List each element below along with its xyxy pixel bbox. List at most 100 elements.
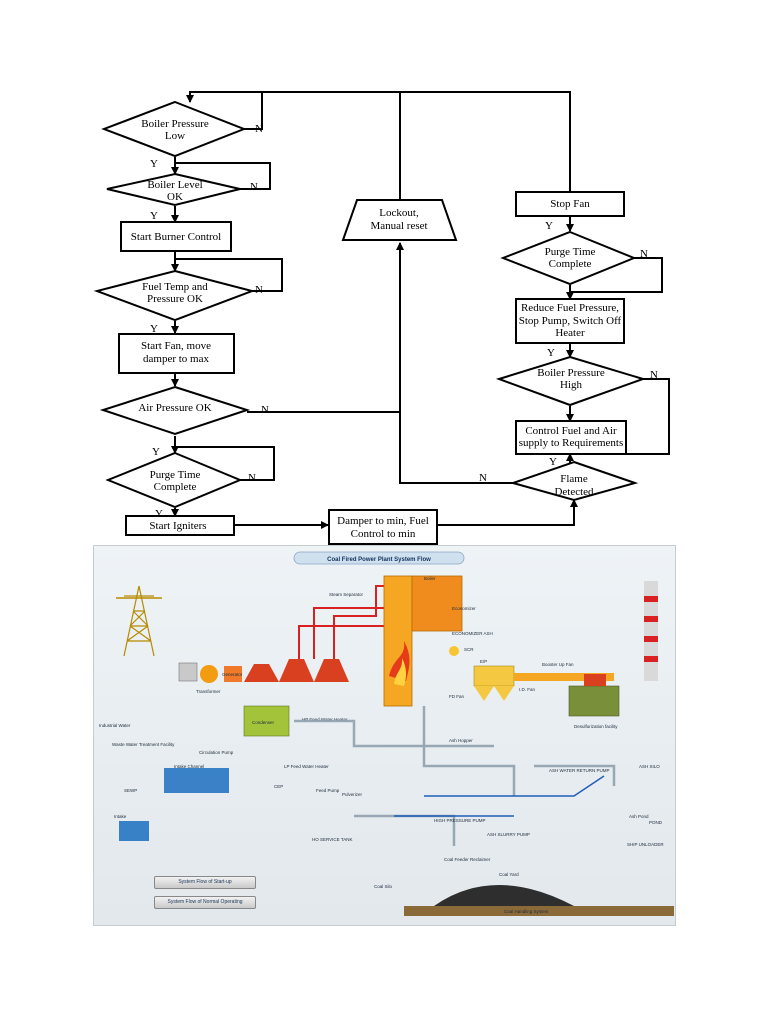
node-purge-time-complete-left [105, 451, 243, 509]
condenser-icon [243, 705, 290, 737]
electrostatic-precipitator-icon [473, 665, 515, 701]
label-reduce-fuel-3: Heater [555, 327, 585, 339]
yn-label: Y [150, 158, 158, 170]
label-start-fan-1: Start Fan, move [141, 340, 211, 352]
label-ash-pond: Ash Pond [629, 814, 649, 819]
node-boiler-level-ok [106, 172, 241, 207]
node-flame-detected [509, 460, 639, 502]
node-boiler-pressure-low [101, 100, 247, 158]
label-coal-silo: Coal Silo [374, 884, 393, 889]
label-ash-slurry-pump: ASH SLURRY PUMP [487, 832, 530, 837]
node-reduce-fuel [515, 298, 625, 344]
label-generator: Generator [222, 672, 243, 677]
label-boiler-level-ok-2: OK [167, 191, 183, 203]
coal-plant-system-flow: Coal Fired Power Plant System Flow Trans… [93, 545, 676, 926]
label-id-fan: I.D. Fan [519, 687, 536, 692]
label-coal-handling: Coal Handling System [504, 909, 549, 914]
node-fuel-temp-pressure-ok [93, 269, 256, 322]
label-lockout-2: Manual reset [370, 220, 427, 232]
yn-label: N [255, 284, 263, 296]
label-high-pressure-pump: HIGH PRESSURE PUMP [434, 818, 486, 823]
label-feed-pump: Feed Pump [316, 788, 340, 793]
yn-label: Y [150, 323, 158, 335]
label-control-fuel-1: Control Fuel and Air [525, 425, 617, 437]
label-intake-channel: Intake Channel [174, 764, 204, 769]
turbine-icon [178, 659, 349, 683]
yn-label: Y [152, 446, 160, 458]
label-scr: SCR [464, 647, 474, 652]
label-hp-feed-water: HP Feed Water Heater [302, 717, 348, 722]
label-industrial-water: Industrial Water [99, 723, 131, 728]
node-air-pressure-ok [99, 385, 251, 436]
label-stop-fan: Stop Fan [550, 198, 590, 210]
label-boiler-level-ok-1: Boiler Level [147, 179, 202, 191]
node-lockout [341, 199, 458, 241]
label-boiler-pressure-low-1: Boiler Pressure [141, 118, 209, 130]
label-purge-right-1: Purge Time [545, 246, 596, 258]
label-ash-water-return: ASH WATER RETURN PUMP [549, 768, 610, 773]
startup-flow-button-label: System Flow of Start-up [178, 879, 232, 885]
label-boiler-pressure-low-2: Low [165, 130, 185, 142]
yn-label: N [255, 123, 263, 135]
node-stop-fan [515, 191, 625, 217]
node-start-igniters [125, 515, 235, 536]
label-purge-left-1: Purge Time [150, 469, 201, 481]
label-ep: E/P [480, 659, 487, 664]
yn-label: N [248, 472, 256, 484]
startup-flow-button[interactable]: System Flow of Start-up [154, 876, 256, 889]
yn-label: N [640, 248, 648, 260]
boiler-control-flowchart: Boiler Pressure Low Boiler Level OK Star… [93, 91, 670, 545]
label-sewp: SEWP [124, 788, 137, 793]
label-cep: CEP [274, 784, 283, 789]
node-control-fuel-air [515, 420, 627, 455]
node-purge-time-complete-right [500, 230, 637, 286]
node-damper-to-min [328, 509, 438, 545]
normal-flow-button[interactable]: System Flow of Normal Operating [154, 896, 256, 909]
plant-title: Coal Fired Power Plant System Flow [327, 557, 431, 563]
label-boiler-high-2: High [560, 379, 583, 391]
label-coal-feeder: Coal Feeder Reclaimer [444, 857, 491, 862]
label-waste-water: Waste Water Treatment Facility [112, 742, 175, 747]
label-steam-separator: Steam Separator [329, 592, 364, 597]
yn-label: N [250, 181, 258, 193]
label-start-igniters: Start Igniters [149, 520, 206, 532]
label-air-pressure-ok: Air Pressure OK [138, 402, 211, 414]
label-booster-up-fan: Booster Up Fan [542, 662, 574, 667]
label-intake: Intake [114, 814, 127, 819]
yn-label: Y [155, 508, 163, 520]
label-control-fuel-2: supply to Requirements [519, 437, 624, 449]
label-desulfurization: Desulfurization facility [574, 724, 618, 729]
label-flame-1: Flame [560, 473, 588, 485]
label-damper-1: Damper to min, Fuel [337, 515, 429, 527]
label-reduce-fuel-1: Reduce Fuel Pressure, [521, 302, 619, 314]
label-fuel-temp-2: Pressure OK [147, 293, 203, 305]
label-coal-yard: Coal Yard [499, 872, 519, 877]
yn-label: N [261, 404, 269, 416]
node-start-fan [118, 333, 235, 374]
yn-label: Y [549, 456, 557, 468]
label-fuel-temp-1: Fuel Temp and [142, 281, 208, 293]
label-purge-right-2: Complete [549, 258, 592, 270]
label-circulation-pump: Circulation Pump [199, 750, 234, 755]
label-start-fan-2: damper to max [143, 353, 209, 365]
label-ash-silo: ASH SILO [639, 764, 660, 769]
label-reduce-fuel-2: Stop Pump, Switch Off [519, 315, 622, 327]
node-start-burner-control [120, 221, 232, 252]
desulfurization-icon [568, 674, 620, 717]
label-lp-feed-water: LP Feed Water Heater [284, 764, 329, 769]
label-damper-2: Control to min [351, 528, 416, 540]
normal-flow-button-label: System Flow of Normal Operating [167, 899, 243, 905]
label-boiler: Boiler [424, 576, 436, 581]
label-economizer-ash: ECONOMIZER ASH [452, 631, 493, 636]
label-economizer: Economizer [452, 606, 476, 611]
yn-label: Y [545, 220, 553, 232]
label-pond: POND [649, 820, 663, 825]
label-ship-unloader: SHIP UNLOADER [627, 842, 664, 847]
label-condenser: Condenser [252, 720, 275, 725]
label-fd-fan: FD Fan [449, 694, 465, 699]
transmission-tower-icon [116, 585, 162, 657]
chimney-icon [644, 581, 658, 681]
label-flame-2: Detected [554, 486, 594, 498]
yn-label: Y [547, 347, 555, 359]
boiler-icon [383, 575, 413, 707]
